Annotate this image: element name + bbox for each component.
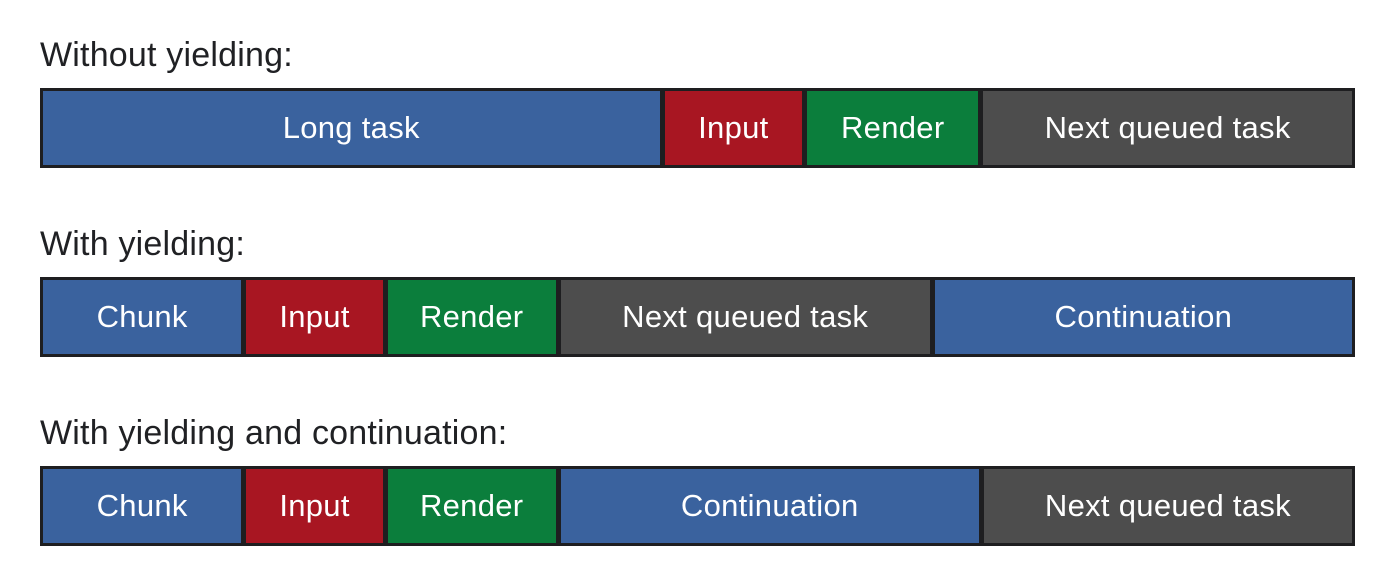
section-label: With yielding and continuation:	[40, 414, 508, 452]
segment-continuation: Continuation	[560, 469, 979, 543]
segment-next-queued-task: Next queued task	[560, 280, 930, 354]
segment-chunk: Chunk	[43, 280, 242, 354]
segment-long-task: Long task	[43, 91, 660, 165]
timeline-bar-without-yielding: Long task Input Render Next queued task	[40, 88, 1355, 168]
segment-render: Render	[387, 280, 556, 354]
section-label: Without yielding:	[40, 36, 293, 74]
section-label: With yielding:	[40, 225, 245, 263]
segment-next-queued-task: Next queued task	[983, 91, 1352, 165]
segment-input: Input	[664, 91, 803, 165]
segment-chunk: Chunk	[43, 469, 242, 543]
section-with-yielding-and-continuation: With yielding and continuation: Chunk In…	[40, 414, 1355, 546]
segment-next-queued-task: Next queued task	[983, 469, 1352, 543]
section-with-yielding: With yielding: Chunk Input Render Next q…	[40, 225, 1355, 357]
timeline-bar-with-yielding: Chunk Input Render Next queued task Cont…	[40, 277, 1355, 357]
timeline-bar-with-yielding-and-continuation: Chunk Input Render Continuation Next que…	[40, 466, 1355, 546]
segment-continuation: Continuation	[934, 280, 1352, 354]
segment-render: Render	[807, 91, 979, 165]
section-without-yielding: Without yielding: Long task Input Render…	[40, 36, 1355, 168]
segment-input: Input	[246, 280, 383, 354]
segment-render: Render	[387, 469, 556, 543]
segment-input: Input	[246, 469, 383, 543]
